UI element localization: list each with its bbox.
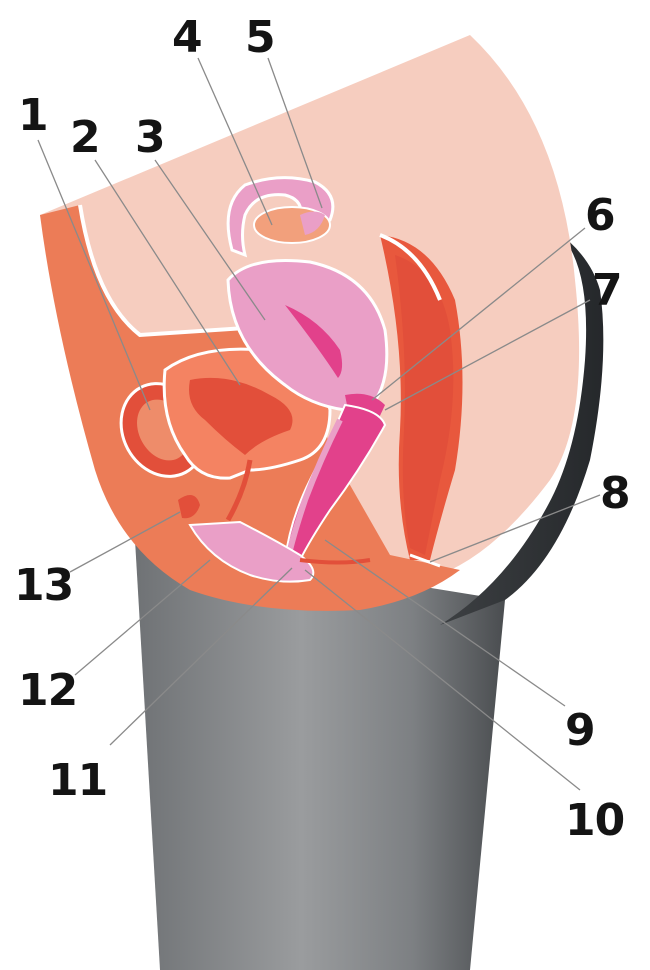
label-4: 4 xyxy=(172,12,202,63)
label-5: 5 xyxy=(245,12,275,63)
label-7: 7 xyxy=(592,265,622,316)
label-11: 11 xyxy=(48,755,107,806)
label-9: 9 xyxy=(565,705,595,756)
label-2: 2 xyxy=(70,112,100,163)
label-3: 3 xyxy=(135,112,165,163)
label-13: 13 xyxy=(14,560,73,611)
label-8: 8 xyxy=(600,468,630,519)
label-12: 12 xyxy=(18,665,77,716)
label-1: 1 xyxy=(18,90,48,141)
label-6: 6 xyxy=(585,190,615,241)
label-10: 10 xyxy=(565,795,624,846)
